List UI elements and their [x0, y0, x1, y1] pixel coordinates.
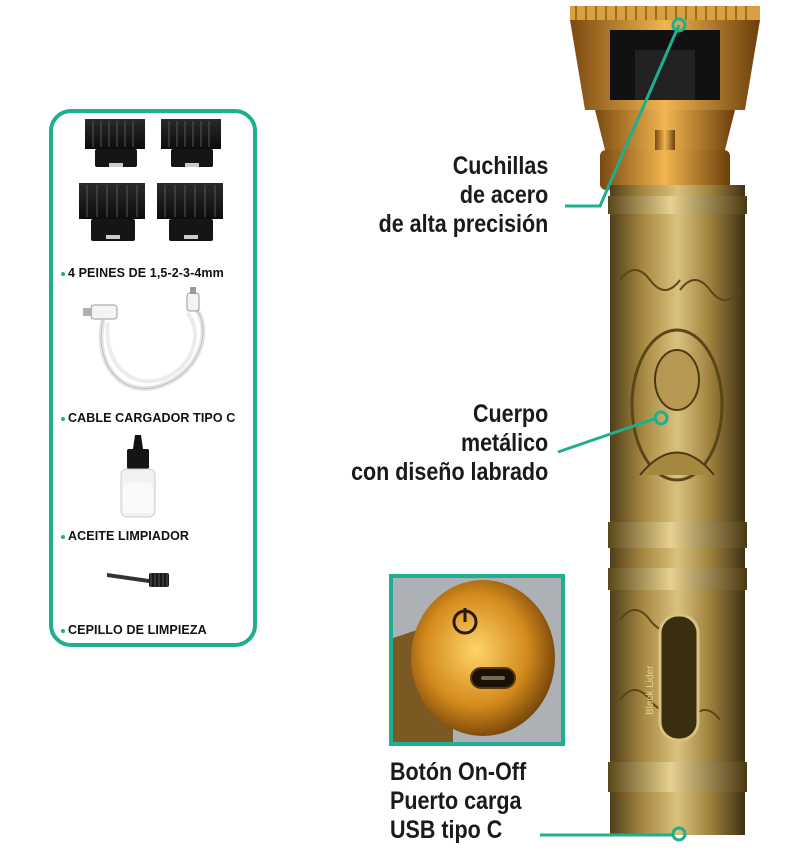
power-port-inset	[389, 574, 565, 746]
usb-cable-illustration	[83, 287, 206, 392]
bullet-icon	[61, 416, 65, 421]
body-callout: Cuerpo metálico con diseño labrado	[351, 400, 548, 487]
combs-label: 4 PEINES DE 1,5-2-3-4mm	[61, 266, 224, 280]
comb-4	[157, 183, 223, 241]
trimmer-illustration	[570, 6, 760, 842]
cable-label-text: CABLE CARGADOR TIPO C	[68, 411, 236, 425]
combs-illustration	[79, 119, 223, 241]
oil-label-text: ACEITE LIMPIADOR	[68, 529, 190, 543]
blades-leader-line	[565, 24, 681, 208]
bullet-icon	[61, 628, 65, 633]
button-line-3: USB tipo C	[390, 816, 503, 844]
button-line-2: Puerto carga	[390, 787, 522, 815]
combs-label-text: 4 PEINES DE 1,5-2-3-4mm	[68, 266, 224, 280]
bullet-icon	[61, 271, 65, 276]
bullet-icon	[61, 534, 65, 539]
blades-line-3: de alta precisión	[378, 210, 548, 238]
comb-1	[85, 119, 145, 167]
accessories-panel: 4 PEINES DE 1,5-2-3-4mm CABLE CARGADOR T…	[49, 109, 257, 647]
blades-callout: Cuchillas de acero de alta precisión	[378, 152, 548, 239]
button-callout: Botón On-Off Puerto carga USB tipo C	[390, 758, 526, 845]
oil-label: ACEITE LIMPIADOR	[61, 529, 189, 543]
body-line-2: metálico	[460, 429, 548, 457]
comb-3	[79, 183, 145, 241]
comb-2	[161, 119, 221, 167]
power-port-closeup	[393, 578, 561, 742]
body-line-3: con diseño labrado	[350, 458, 548, 486]
body-line-1: Cuerpo	[472, 400, 548, 428]
oil-bottle-illustration	[120, 435, 156, 518]
cable-label: CABLE CARGADOR TIPO C	[61, 411, 235, 425]
button-line-1: Botón On-Off	[390, 758, 527, 786]
blades-line-1: Cuchillas	[452, 152, 548, 180]
brush-label-text: CEPILLO DE LIMPIEZA	[68, 623, 207, 637]
brush-illustration	[107, 573, 169, 587]
blades-line-2: de acero	[459, 181, 548, 209]
body-leader-line	[557, 416, 658, 454]
brush-label: CEPILLO DE LIMPIEZA	[61, 623, 207, 637]
